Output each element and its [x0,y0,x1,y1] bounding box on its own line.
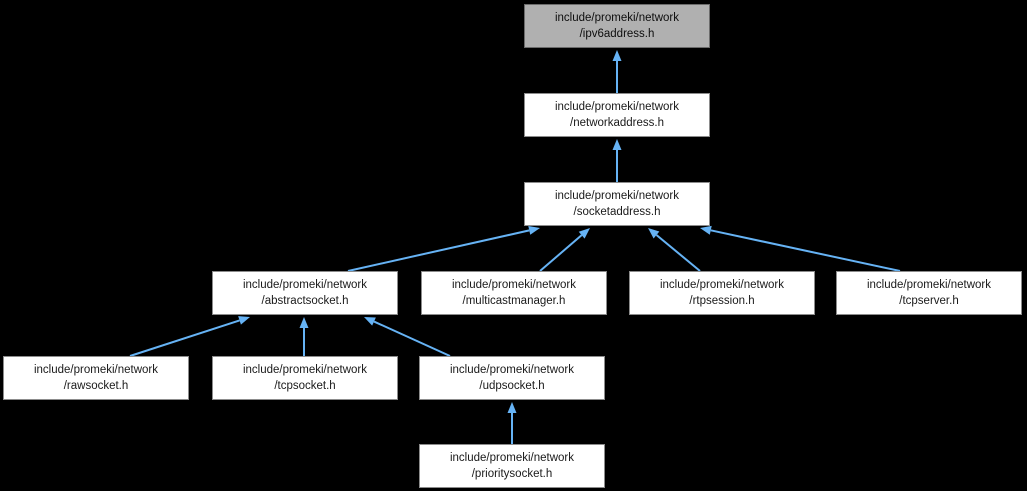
dependency-arrow [299,317,309,356]
dependency-arrow [539,228,590,272]
node-label-line1: include/promeki/network [554,190,679,202]
node-label-line1: include/promeki/network [33,364,158,376]
dependency-arrow [347,226,540,272]
graph-node-ipv6address[interactable]: include/promeki/network/ipv6address.h [524,4,710,48]
graph-node-abstractsocket[interactable]: include/promeki/network/abstractsocket.h [212,271,398,315]
node-label-line1: include/promeki/network [554,101,679,113]
dependency-arrow [648,228,701,272]
node-label-line1: include/promeki/network [242,279,367,291]
node-label-line2: /tcpserver.h [899,295,959,307]
node-label-line2: /rtpsession.h [689,295,755,307]
graph-node-tcpsocket[interactable]: include/promeki/network/tcpsocket.h [212,356,398,400]
node-label-line2: /prioritysocket.h [471,468,553,480]
node-label-line1: include/promeki/network [451,279,576,291]
node-label-line2: /multicastmanager.h [462,295,566,307]
node-label-line1: include/promeki/network [242,364,367,376]
dependency-arrow [507,402,517,444]
dependency-arrow [364,317,451,357]
node-label-line2: /tcpsocket.h [274,380,336,392]
node-label-line1: include/promeki/network [659,279,784,291]
dependency-arrow [700,225,901,272]
node-label-line2: /rawsocket.h [63,380,129,392]
node-label-line2: /udpsocket.h [479,380,545,392]
node-label-line1: include/promeki/network [866,279,991,291]
graph-node-networkaddress[interactable]: include/promeki/network/networkaddress.h [524,93,710,137]
graph-node-rawsocket[interactable]: include/promeki/network/rawsocket.h [3,356,189,400]
graph-node-prioritysocket[interactable]: include/promeki/network/prioritysocket.h [419,444,605,488]
node-label-line1: include/promeki/network [449,364,574,376]
graph-node-multicastmanager[interactable]: include/promeki/network/multicastmanager… [421,271,607,315]
node-label-line1: include/promeki/network [449,452,574,464]
node-label-line2: /ipv6address.h [579,28,655,40]
graph-node-socketaddress[interactable]: include/promeki/network/socketaddress.h [524,182,710,226]
dependency-arrow [612,50,622,93]
graph-node-tcpserver[interactable]: include/promeki/network/tcpserver.h [836,271,1022,315]
dependency-arrow [612,139,622,182]
node-label-line1: include/promeki/network [554,12,679,24]
node-label-line2: /abstractsocket.h [261,295,349,307]
graph-node-rtpsession[interactable]: include/promeki/network/rtpsession.h [629,271,815,315]
node-label-line2: /socketaddress.h [573,206,661,218]
node-label-line2: /networkaddress.h [570,117,664,129]
graph-node-udpsocket[interactable]: include/promeki/network/udpsocket.h [419,356,605,400]
dependency-arrow [129,316,250,357]
